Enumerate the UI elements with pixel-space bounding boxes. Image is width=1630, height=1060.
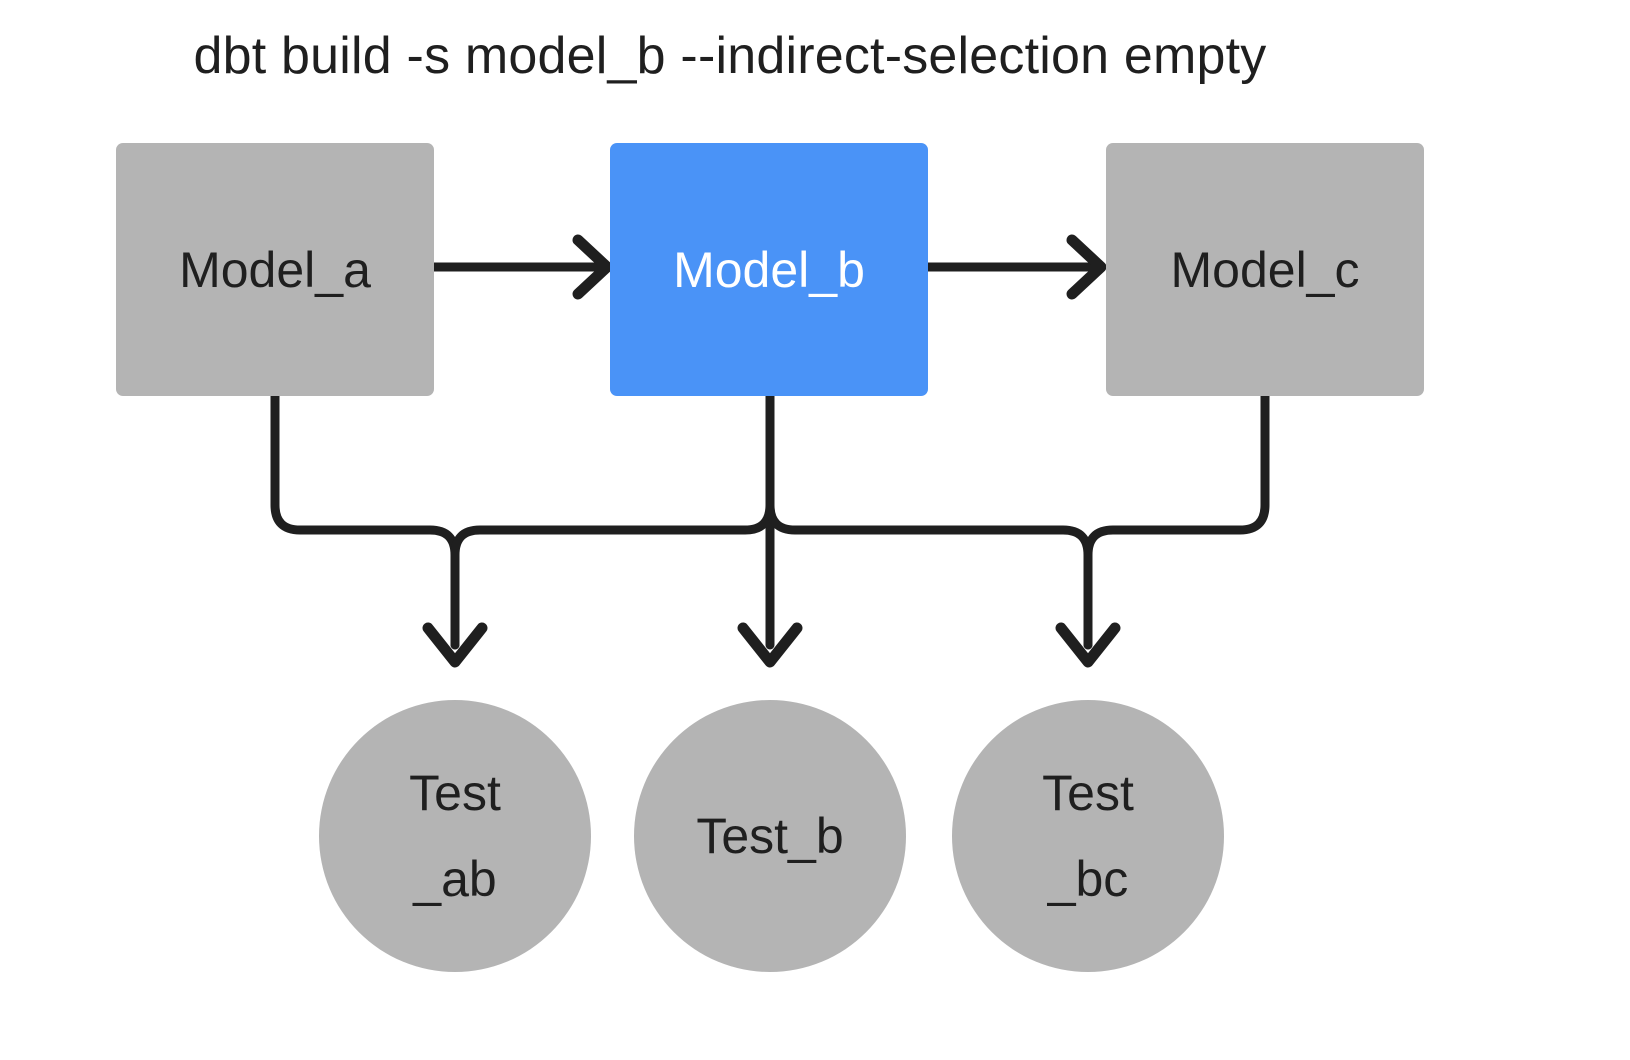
node-test-ab-label-line2: _ab [413, 851, 497, 907]
node-test-b-label-line1: Test_b [696, 808, 844, 864]
edge-model-c-to-test-bc [1083, 391, 1270, 650]
diagram-title: dbt build -s model_b --indirect-selectio… [193, 27, 1267, 85]
node-model-b[interactable]: Model_b [610, 143, 928, 396]
arrowhead-test-ab [422, 622, 488, 668]
node-test-ab-label-line1: Test [409, 765, 501, 821]
node-model-c[interactable]: Model_c [1106, 143, 1424, 396]
node-model-a[interactable]: Model_a [116, 143, 434, 396]
node-test-ab[interactable]: Test _ab [319, 700, 591, 972]
edge-model-a-to-test-ab [270, 391, 460, 650]
node-model-b-label: Model_b [673, 241, 865, 298]
node-test-b[interactable]: Test_b [634, 700, 906, 972]
edge-model-b-to-test-bc [765, 391, 1093, 650]
node-test-bc-label-line1: Test [1042, 765, 1134, 821]
edge-model-a-to-model-b [429, 234, 613, 300]
arrowhead-test-b [737, 622, 803, 668]
node-test-bc-label-line2: _bc [1047, 851, 1129, 907]
node-model-a-label: Model_a [179, 241, 371, 298]
node-test-bc[interactable]: Test _bc [952, 700, 1224, 972]
arrowhead-test-bc [1055, 622, 1121, 668]
edge-model-b-to-test-ab [450, 391, 775, 650]
node-model-c-label: Model_c [1170, 241, 1360, 298]
edge-model-b-to-model-c [923, 234, 1107, 300]
